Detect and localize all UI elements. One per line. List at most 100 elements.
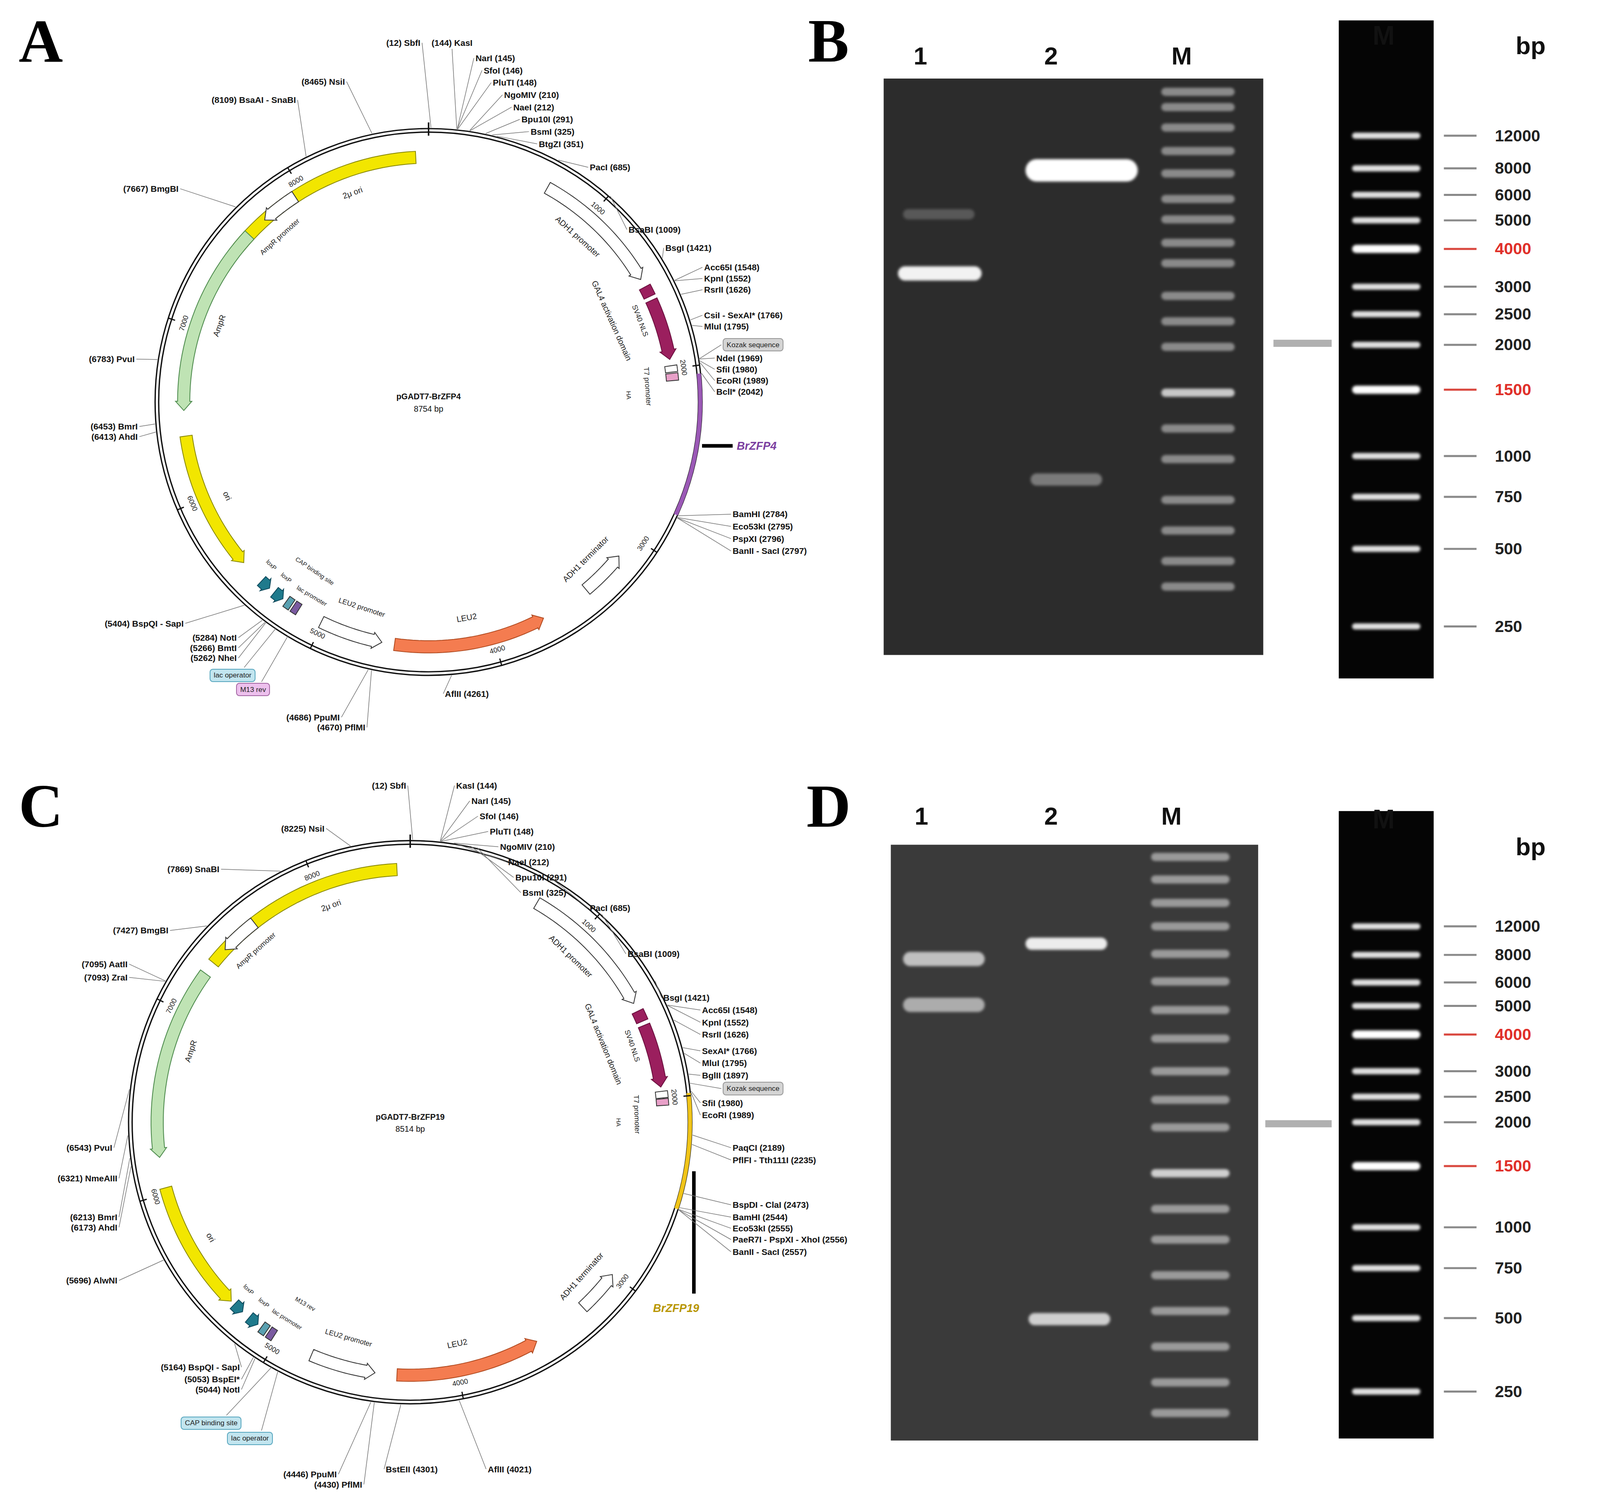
feature-arrow xyxy=(645,298,676,360)
ladder-tick xyxy=(1443,1033,1477,1036)
feature-label: AmpR xyxy=(211,313,227,338)
feature-label: M13 rev xyxy=(293,1296,317,1313)
site-label: PspXI (2796) xyxy=(732,534,785,544)
gel-image xyxy=(883,78,1264,655)
leader-line xyxy=(451,48,457,129)
scale-number: 6000 xyxy=(150,1188,162,1206)
site-label: NaeI (212) xyxy=(513,102,555,112)
plasmid-ring-outer xyxy=(155,128,703,676)
gel-band xyxy=(1351,1030,1421,1039)
gel-band xyxy=(1351,1315,1421,1322)
feature-arrow xyxy=(664,365,678,373)
tag-text: CAP binding site xyxy=(184,1419,238,1427)
site-label: PflFI - Tth111I (2235) xyxy=(732,1155,817,1165)
figure-label: bp xyxy=(1515,834,1546,860)
ladder-tick xyxy=(1443,285,1477,288)
leader-line xyxy=(326,828,351,847)
scale-number: 2000 xyxy=(670,1088,679,1106)
leader-line xyxy=(610,196,628,230)
leader-line xyxy=(680,289,703,295)
gel-band xyxy=(1351,341,1421,349)
figure-label: 8514 bp xyxy=(395,1125,426,1134)
site-label: NaeI (212) xyxy=(508,857,550,867)
feature-label: CAP binding site xyxy=(293,556,335,587)
site-label: NarI (145) xyxy=(475,53,516,63)
site-label: (5284) NotI xyxy=(192,633,237,643)
leader-line xyxy=(469,95,503,131)
site-label: (8465) NsiI xyxy=(301,77,345,86)
gel-band xyxy=(1351,1388,1421,1395)
site-label: (5696) AlwNI xyxy=(66,1276,118,1285)
gel-band xyxy=(1151,1378,1230,1387)
site-label: SfoI (146) xyxy=(483,66,523,75)
site-label: (4670) PflMI xyxy=(317,723,366,732)
gel-band xyxy=(1351,623,1421,630)
leader-line xyxy=(692,1135,731,1149)
gel-band xyxy=(1351,952,1421,959)
feature-label: AmpR xyxy=(183,1038,199,1063)
site-label: BclI* (2042) xyxy=(716,387,764,397)
leader-line xyxy=(678,514,731,516)
scale-tick xyxy=(629,1287,636,1292)
ladder-tick xyxy=(1443,455,1477,458)
gel-band xyxy=(897,266,982,281)
scale-number: 4000 xyxy=(488,644,507,656)
feature-tag: lac operator xyxy=(226,1432,273,1446)
scale-tick xyxy=(177,507,184,511)
leader-line xyxy=(477,847,521,894)
site-label: (6783) PvuI xyxy=(88,354,135,364)
figure-label: M xyxy=(1372,22,1395,49)
feature-label: LEU2 promoter xyxy=(324,1327,373,1349)
leader-line xyxy=(169,926,207,931)
leader-line xyxy=(129,977,166,982)
figure-label: 5000 xyxy=(1494,212,1532,229)
gel-band xyxy=(1351,1068,1421,1075)
gel-band xyxy=(1161,342,1235,352)
feature-label: SV40 NLS xyxy=(630,303,650,338)
scale-number: 2000 xyxy=(678,358,688,376)
figure-label: 3000 xyxy=(1494,1063,1532,1080)
gel-band xyxy=(1151,875,1230,884)
gel-band xyxy=(1161,259,1235,268)
feature-label: LEU2 promoter xyxy=(337,597,387,619)
figure-label: D xyxy=(806,775,851,837)
tag-text: lac operator xyxy=(231,1435,269,1443)
gel-band xyxy=(1351,311,1421,318)
leader-line xyxy=(459,1400,487,1470)
gel-band xyxy=(1151,1205,1230,1214)
scale-number: 3000 xyxy=(635,534,651,553)
leader-line xyxy=(241,1357,254,1380)
gel-band xyxy=(1351,283,1421,290)
feature-arrow xyxy=(318,616,382,649)
site-label: PacI (685) xyxy=(589,162,631,172)
leader-line xyxy=(485,119,521,134)
feature-arrow xyxy=(639,284,656,299)
scale-tick xyxy=(310,642,314,649)
feature-arrow xyxy=(160,1186,232,1302)
feature-arrow xyxy=(655,1091,669,1099)
gel-band xyxy=(1351,1093,1421,1101)
gel-band xyxy=(1161,291,1235,301)
feature-arrow xyxy=(150,969,211,1158)
gel-band xyxy=(1161,169,1235,178)
feature-label: loxP xyxy=(279,571,293,585)
gel-band xyxy=(1161,194,1235,203)
leader-line xyxy=(674,278,703,282)
plasmid-ring-inner xyxy=(132,844,689,1401)
leader-line xyxy=(238,623,266,659)
gel-band xyxy=(1151,977,1230,986)
figure-label: pGADT7-BrZFP4 xyxy=(396,392,461,402)
site-label: Bpu10I (291) xyxy=(515,873,567,882)
gel-band xyxy=(1151,1067,1230,1076)
site-label: NdeI (1969) xyxy=(716,353,763,363)
gel-band xyxy=(1161,557,1235,566)
site-label: BsgI (1421) xyxy=(665,243,712,253)
leader-line xyxy=(261,636,288,682)
site-label: (8225) NsiI xyxy=(281,824,325,834)
feature-arrow xyxy=(665,372,679,382)
gel-band xyxy=(1161,238,1235,248)
site-label: BtgZI (351) xyxy=(538,139,584,149)
leader-line xyxy=(667,1005,701,1011)
leader-line xyxy=(678,1210,731,1240)
leader-line xyxy=(139,424,156,427)
